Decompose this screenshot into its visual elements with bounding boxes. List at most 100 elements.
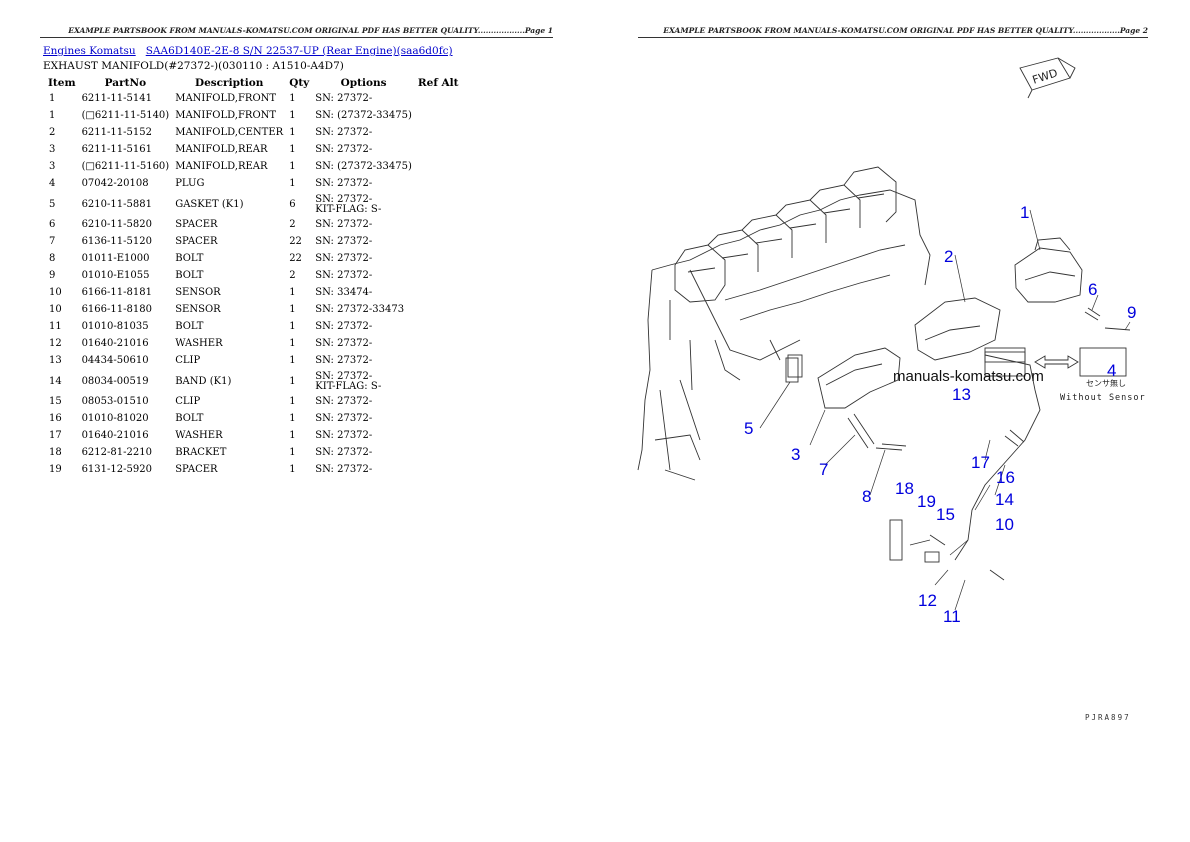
options-line: SN: 27372- xyxy=(315,144,373,156)
cell-partno: 01010-81020 xyxy=(81,413,149,425)
cell-qty: 1 xyxy=(289,396,296,408)
manifold-center-drawing xyxy=(914,297,1001,361)
options-line: SN: 27372-33473 xyxy=(315,304,405,316)
cell-description: MANIFOLD,CENTER xyxy=(175,127,284,139)
cell-qty: 1 xyxy=(289,355,296,367)
without-sensor-label: Without Sensor xyxy=(1060,393,1146,403)
cell-options: SN: 27372-KIT-FLAG: S- xyxy=(312,193,415,217)
callout-3: 3 xyxy=(791,445,800,464)
engine-block-drawing xyxy=(637,189,931,481)
options-line: SN: 27372- xyxy=(315,178,373,190)
cell-options: SN: 27372- xyxy=(312,319,415,336)
illustration-ref-code: PJRA897 xyxy=(1085,713,1131,722)
callout-5: 5 xyxy=(744,419,753,438)
cell-options: SN: 27372- xyxy=(312,268,415,285)
without-sensor-inset xyxy=(984,347,1127,377)
cell-description: BOLT xyxy=(175,413,204,425)
cell-ref-alt xyxy=(415,336,462,353)
options-line: SN: (27372-33475) xyxy=(315,161,412,173)
cell-item: 11 xyxy=(49,321,62,333)
cell-description: MANIFOLD,FRONT xyxy=(175,93,277,105)
cell-item: 2 xyxy=(49,127,56,139)
cell-item: 17 xyxy=(49,430,62,442)
cell-options: SN: 27372- xyxy=(312,445,415,462)
breadcrumb-link-model[interactable]: SAA6D140E-2E-8 S/N 22537-UP (Rear Engine… xyxy=(145,45,453,57)
options-line: SN: 27372- xyxy=(315,370,373,382)
callout-10: 10 xyxy=(995,515,1014,534)
col-header-options: Options xyxy=(340,77,387,89)
options-line: SN: 27372- xyxy=(315,321,373,333)
cell-item: 12 xyxy=(49,338,62,350)
cell-item: 10 xyxy=(49,287,62,299)
cell-options: SN: 27372- xyxy=(312,428,415,445)
cell-item: 7 xyxy=(49,236,56,248)
col-header-partno: PartNo xyxy=(104,77,147,89)
cell-description: BOLT xyxy=(175,321,204,333)
sensor-line-drawing xyxy=(889,351,1041,581)
breadcrumb-link-engines[interactable]: Engines Komatsu xyxy=(43,45,136,57)
cell-options: SN: 33474- xyxy=(312,285,415,302)
cell-qty: 1 xyxy=(289,338,296,350)
cell-options: SN: 27372- xyxy=(312,411,415,428)
options-line: SN: 27372- xyxy=(315,430,373,442)
cell-qty: 1 xyxy=(289,321,296,333)
callout-1: 1 xyxy=(1020,203,1029,222)
cell-options: SN: 27372- xyxy=(312,462,415,479)
callout-12: 12 xyxy=(918,591,937,610)
cell-qty: 1 xyxy=(289,413,296,425)
col-header-qty: Qty xyxy=(289,77,310,89)
cell-ref-alt xyxy=(415,285,462,302)
parts-table: Item PartNo Description Qty Options Ref … xyxy=(45,76,461,479)
callout-19: 19 xyxy=(917,492,936,511)
cell-item: 16 xyxy=(49,413,62,425)
options-line: SN: 27372- xyxy=(315,193,373,205)
cell-qty: 6 xyxy=(289,198,296,210)
callout-7: 7 xyxy=(819,460,828,479)
cell-ref-alt xyxy=(415,411,462,428)
callout-14: 14 xyxy=(995,490,1014,509)
options-line: SN: 27372- xyxy=(315,93,373,105)
options-line: SN: (27372-33475) xyxy=(315,110,412,122)
cell-description: MANIFOLD,FRONT xyxy=(175,110,277,122)
cell-ref-alt xyxy=(415,142,462,159)
cell-item: 3 xyxy=(49,144,56,156)
cell-ref-alt xyxy=(415,251,462,268)
cell-item: 4 xyxy=(49,178,56,190)
cell-ref-alt xyxy=(415,462,462,479)
cell-partno: 6211-11-5152 xyxy=(81,127,152,139)
callout-4: 4 xyxy=(1107,361,1116,380)
cell-partno: 01640-21016 xyxy=(81,430,149,442)
cell-qty: 1 xyxy=(289,127,296,139)
callout-11: 11 xyxy=(943,607,961,626)
cell-partno: 01011-E1000 xyxy=(81,253,150,265)
cell-ref-alt xyxy=(415,217,462,234)
options-line: SN: 33474- xyxy=(315,287,373,299)
callout-2: 2 xyxy=(944,247,953,266)
options-line: SN: 27372- xyxy=(315,253,373,265)
callout-15: 15 xyxy=(936,505,955,524)
cell-partno: 6131-12-5920 xyxy=(81,464,152,476)
options-line: SN: 27372- xyxy=(315,219,373,231)
cell-ref-alt xyxy=(415,193,462,217)
cell-qty: 1 xyxy=(289,110,296,122)
cell-qty: 1 xyxy=(289,93,296,105)
options-line: SN: 27372- xyxy=(315,127,373,139)
breadcrumb: Engines Komatsu SAA6D140E-2E-8 S/N 22537… xyxy=(43,45,453,57)
options-line: SN: 27372- xyxy=(315,236,373,248)
cell-description: GASKET (K1) xyxy=(175,198,244,210)
cell-item: 10 xyxy=(49,304,62,316)
callout-9: 9 xyxy=(1127,303,1136,322)
watermark-text: manuals-komatsu.com xyxy=(893,368,1044,385)
cell-options: SN: 27372- xyxy=(312,91,415,108)
spacer-bolt-drawing xyxy=(847,307,1131,451)
cell-options: SN: 27372- xyxy=(312,142,415,159)
